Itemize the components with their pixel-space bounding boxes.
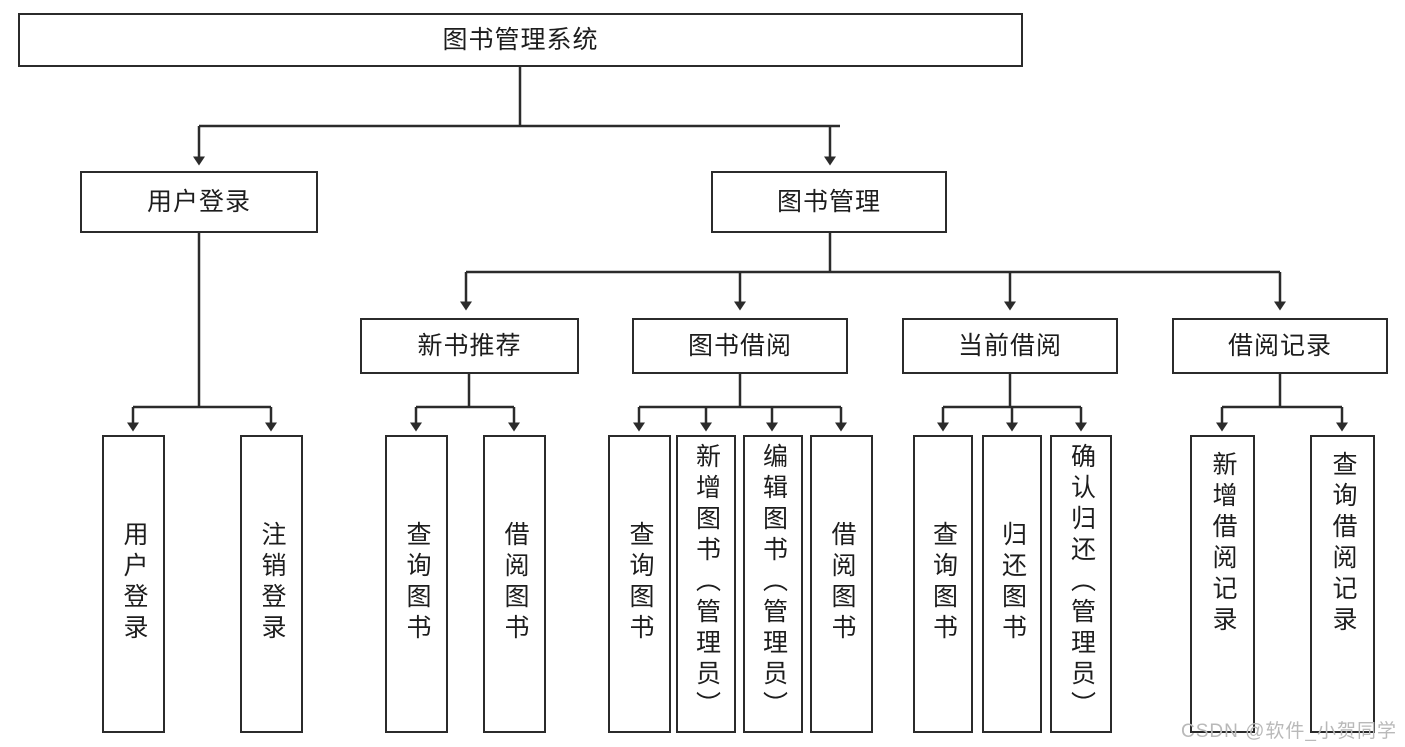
leaf-borrow-book-newbook[interactable]: 借阅图书 xyxy=(483,435,546,733)
node-book-manage[interactable]: 图书管理 xyxy=(711,171,947,233)
leaf-search-book-current-label: 查询图书 xyxy=(929,521,958,645)
node-borrow-record-label: 借阅记录 xyxy=(1227,331,1332,360)
leaf-add-borrow-record[interactable]: 新增借阅记录 xyxy=(1190,435,1255,733)
leaf-confirm-return-admin[interactable]: 确认归还（管理员） xyxy=(1050,435,1112,733)
leaf-add-book-admin-label: 新增图书（管理员） xyxy=(692,443,721,722)
leaf-return-book[interactable]: 归还图书 xyxy=(982,435,1042,733)
leaf-edit-book-admin[interactable]: 编辑图书（管理员） xyxy=(743,435,803,733)
node-book-borrow-label: 图书借阅 xyxy=(687,331,792,360)
leaf-borrow-book-label: 借阅图书 xyxy=(828,521,856,645)
node-book-borrow[interactable]: 图书借阅 xyxy=(632,318,848,374)
leaf-user-login[interactable]: 用户登录 xyxy=(102,435,165,733)
leaf-logout[interactable]: 注销登录 xyxy=(240,435,303,733)
leaf-user-login-label: 用户登录 xyxy=(120,521,148,645)
node-root-label: 图书管理系统 xyxy=(442,25,599,54)
leaf-search-borrow-record-label: 查询借阅记录 xyxy=(1329,451,1357,637)
leaf-add-borrow-record-label: 新增借阅记录 xyxy=(1209,451,1237,637)
node-new-book-recommend-label: 新书推荐 xyxy=(417,331,522,360)
leaf-search-borrow-record[interactable]: 查询借阅记录 xyxy=(1310,435,1375,733)
leaf-search-book-borrow-label: 查询图书 xyxy=(626,521,654,645)
leaf-confirm-return-admin-label: 确认归还（管理员） xyxy=(1067,443,1096,722)
leaf-search-book-current[interactable]: 查询图书 xyxy=(913,435,973,733)
watermark-text: CSDN @软件_小贺同学 xyxy=(1181,721,1397,742)
leaf-add-book-admin[interactable]: 新增图书（管理员） xyxy=(676,435,736,733)
leaf-logout-label: 注销登录 xyxy=(258,521,286,645)
node-borrow-record[interactable]: 借阅记录 xyxy=(1172,318,1388,374)
node-current-borrow[interactable]: 当前借阅 xyxy=(902,318,1118,374)
leaf-borrow-book[interactable]: 借阅图书 xyxy=(810,435,873,733)
leaf-edit-book-admin-label: 编辑图书（管理员） xyxy=(759,443,788,722)
leaf-search-book-newbook-label: 查询图书 xyxy=(403,521,431,645)
node-user-login[interactable]: 用户登录 xyxy=(80,171,318,233)
leaf-search-book-borrow[interactable]: 查询图书 xyxy=(608,435,671,733)
leaf-return-book-label: 归还图书 xyxy=(998,521,1027,645)
node-book-manage-label: 图书管理 xyxy=(776,187,881,216)
node-current-borrow-label: 当前借阅 xyxy=(957,331,1062,360)
node-user-login-label: 用户登录 xyxy=(146,187,251,216)
leaf-borrow-book-newbook-label: 借阅图书 xyxy=(501,521,529,645)
node-root[interactable]: 图书管理系统 xyxy=(18,13,1023,67)
node-new-book-recommend[interactable]: 新书推荐 xyxy=(360,318,579,374)
leaf-search-book-newbook[interactable]: 查询图书 xyxy=(385,435,448,733)
